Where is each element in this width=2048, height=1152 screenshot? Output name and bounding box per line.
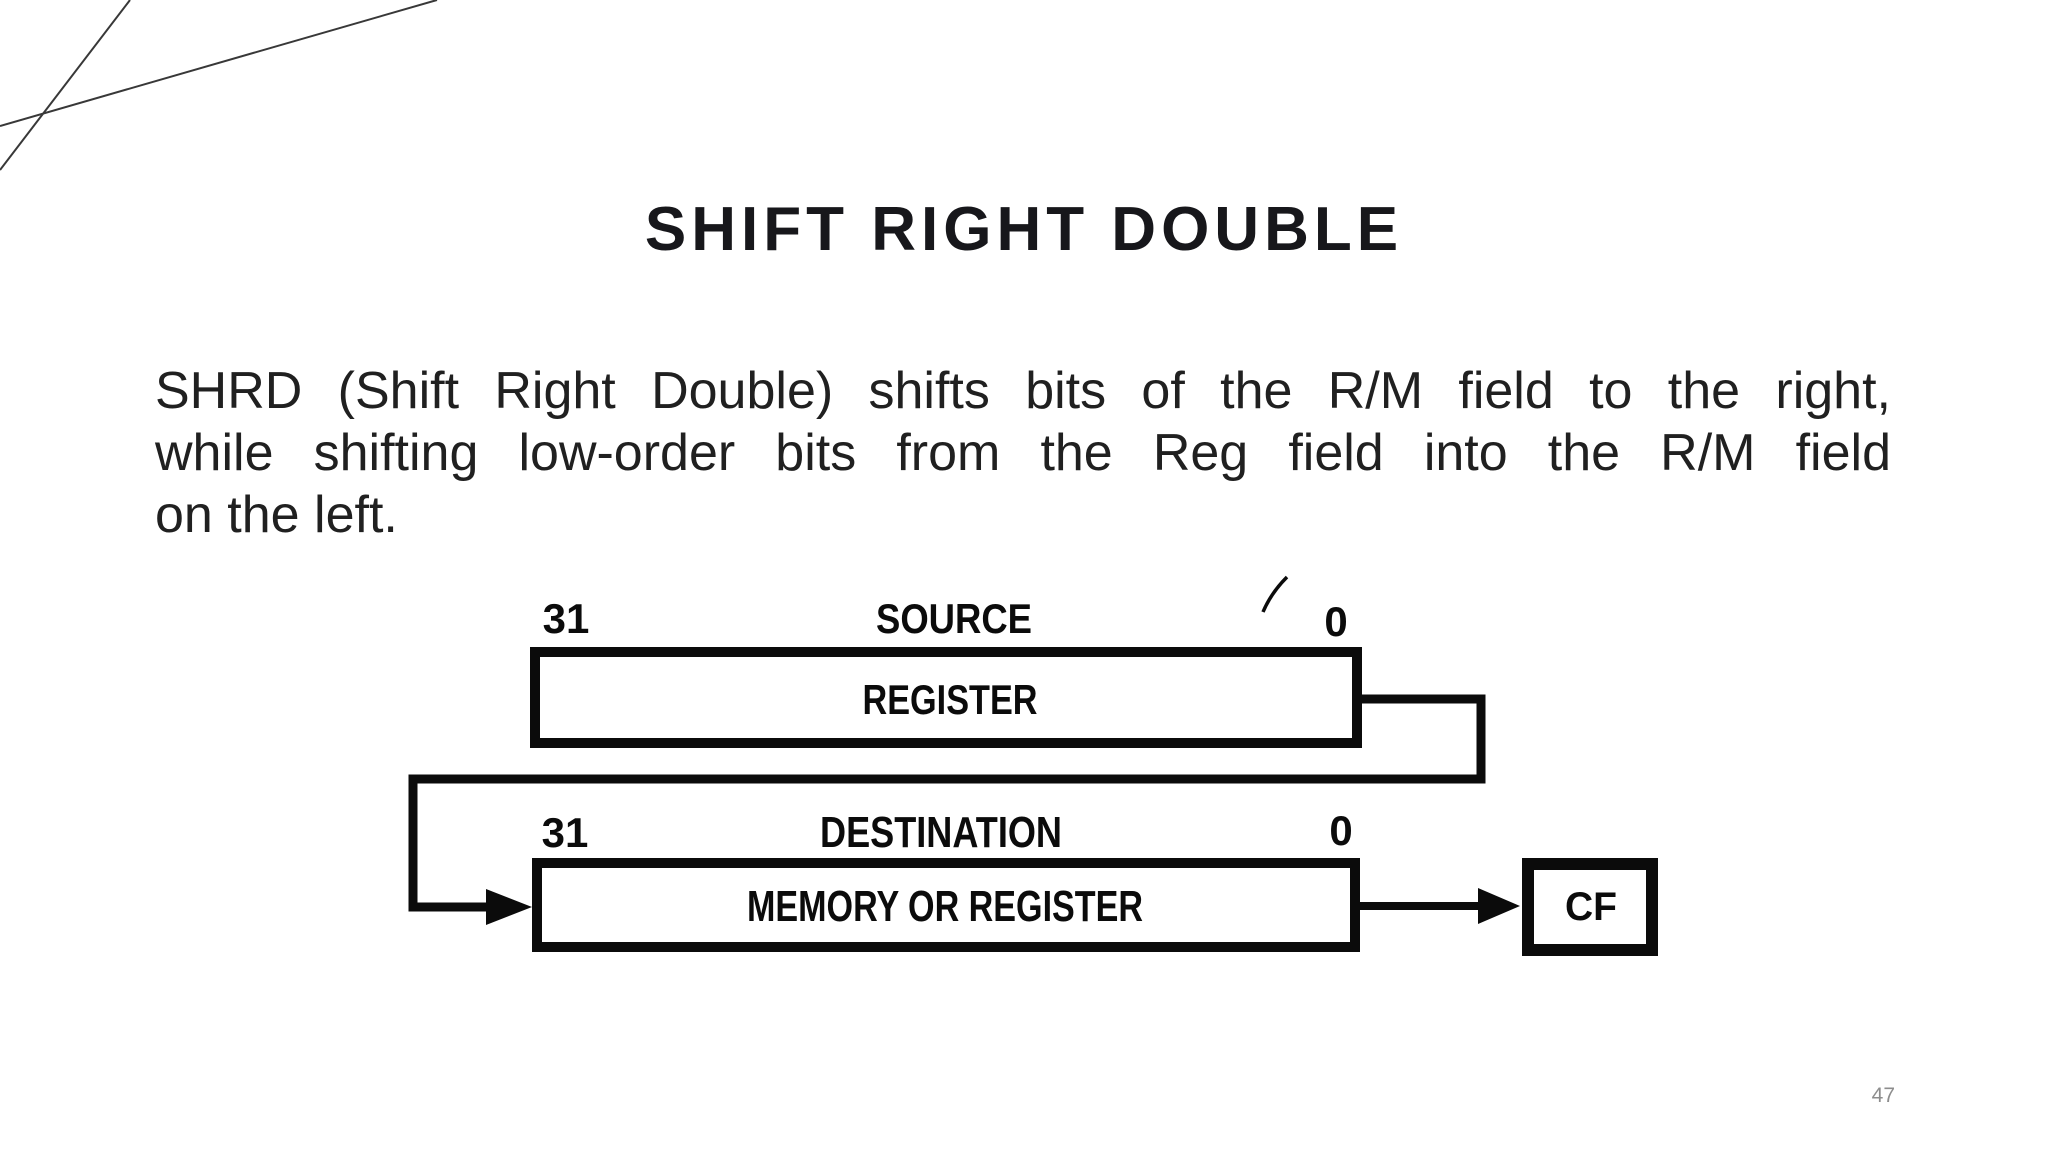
body-text-line: while shifting low-order bits from the R… bbox=[155, 424, 1891, 482]
body-text-line: SHRD (Shift Right Double) shifts bits of… bbox=[155, 362, 1891, 420]
arrowhead-into-cf-icon bbox=[1478, 888, 1520, 924]
destination-box bbox=[532, 858, 1360, 952]
decorative-line-shallow bbox=[0, 0, 438, 127]
shift-connector-line bbox=[408, 694, 1486, 912]
memory-or-register-label: MEMORY OR REGISTER bbox=[747, 882, 1143, 931]
decorative-line-steep bbox=[0, 0, 131, 171]
destination-high-bit-label: 31 bbox=[542, 809, 589, 856]
source-label: SOURCE bbox=[876, 595, 1032, 642]
body-paragraph: SHRD (Shift Right Double) shifts bits of… bbox=[155, 360, 1891, 546]
register-label: REGISTER bbox=[863, 676, 1038, 723]
source-high-bit-label: 31 bbox=[543, 595, 590, 642]
destination-low-bit-label: 0 bbox=[1329, 807, 1352, 854]
page-title: SHIFT RIGHT DOUBLE bbox=[644, 195, 1404, 264]
page-number: 47 bbox=[1871, 1084, 1895, 1107]
source-low-bit-label: 0 bbox=[1324, 598, 1347, 645]
arrowhead-into-destination-icon bbox=[486, 889, 532, 925]
cf-label: CF bbox=[1565, 885, 1617, 929]
body-text-line: on the left. bbox=[155, 486, 398, 544]
cf-box bbox=[1522, 858, 1658, 956]
destination-label: DESTINATION bbox=[820, 808, 1062, 857]
handwritten-tick-mark bbox=[1261, 575, 1289, 613]
source-register-box bbox=[530, 647, 1362, 748]
